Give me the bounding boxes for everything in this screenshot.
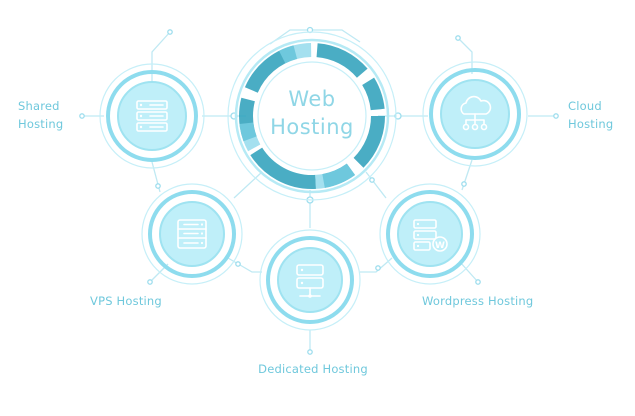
wordpress-server-icon: W	[413, 219, 448, 252]
node-vps-hosting[interactable]: VPS Hosting	[90, 183, 243, 308]
center-title-line1: Web	[288, 87, 335, 111]
node-cloud-label-line1: Cloud	[568, 99, 602, 113]
node-cloud-label-line2: Hosting	[568, 117, 613, 131]
svg-text:W: W	[435, 241, 445, 251]
server-node-icon	[296, 264, 324, 298]
node-dedicated-hosting[interactable]: Dedicated Hosting	[258, 229, 368, 376]
node-wordpress-hosting[interactable]: W Wordpress Hosting	[379, 183, 533, 308]
node-dedicated-label: Dedicated Hosting	[258, 362, 368, 376]
server-rack-icon	[177, 219, 207, 249]
center-title-line2: Hosting	[270, 115, 354, 139]
server-stack-icon	[136, 100, 168, 132]
center-hub: Web Hosting	[227, 31, 397, 201]
node-shared-label-line2: Hosting	[18, 117, 63, 131]
node-vps-label: VPS Hosting	[90, 294, 162, 308]
cloud-network-icon	[460, 95, 492, 131]
node-wordpress-label: Wordpress Hosting	[422, 294, 533, 308]
node-shared-hosting[interactable]: Shared Hosting	[18, 63, 205, 169]
node-cloud-hosting[interactable]: Cloud Hosting	[422, 61, 613, 167]
center-segment-ring	[239, 43, 385, 189]
node-shared-label-line1: Shared	[18, 99, 60, 113]
